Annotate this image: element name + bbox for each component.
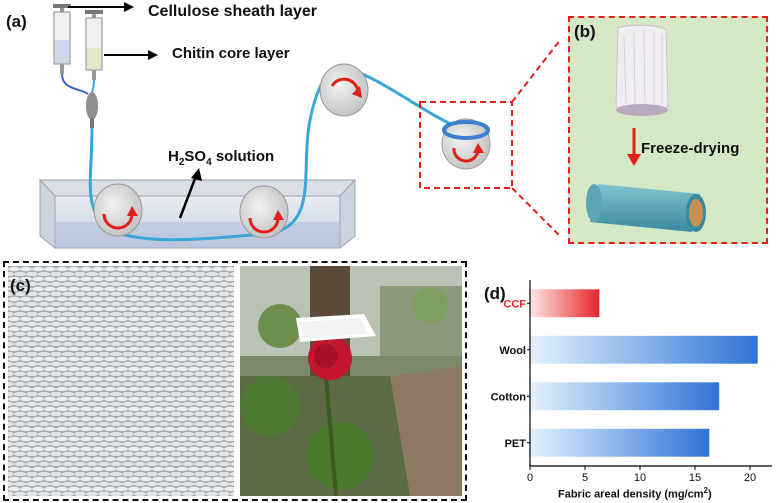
bar-wool [530, 336, 758, 364]
freeze-drying-illustration [568, 16, 768, 244]
x-tick-label: 10 [634, 472, 646, 484]
rose-photo [240, 266, 462, 496]
syringe-sheath [53, 4, 71, 74]
fabric-photo [8, 266, 234, 496]
x-tick-label: 0 [527, 472, 533, 484]
spinneret [86, 92, 98, 120]
spinning-schematic [0, 0, 560, 262]
roller-bath-2 [240, 186, 288, 238]
bar-cotton [530, 382, 719, 410]
panel-label-c: (c) [10, 276, 31, 296]
collector-roller [442, 119, 490, 169]
x-axis-label: Fabric areal density (mg/cm2) [558, 486, 712, 501]
x-tick-label: 5 [582, 472, 588, 484]
category-label-pet: PET [505, 438, 527, 450]
sheath-label: Cellulose sheath layer [148, 3, 317, 21]
bar-ccf [530, 289, 599, 317]
x-tick-label: 15 [689, 472, 701, 484]
bar-pet [530, 429, 709, 457]
dried-fiber-tube [586, 184, 706, 232]
x-tick-label: 20 [744, 472, 756, 484]
roller-top [320, 64, 368, 116]
freeze-label: Freeze-drying [641, 140, 739, 157]
category-label-ccf: CCF [503, 298, 526, 310]
hydrogel-bundle [616, 25, 668, 116]
solution-label: H2SO4 solution [168, 148, 274, 168]
core-label: Chitin core layer [172, 45, 290, 62]
category-label-wool: Wool [499, 345, 526, 357]
syringe-core [85, 10, 103, 80]
category-label-cotton: Cotton [491, 391, 527, 403]
roller-bath-1 [94, 184, 142, 236]
